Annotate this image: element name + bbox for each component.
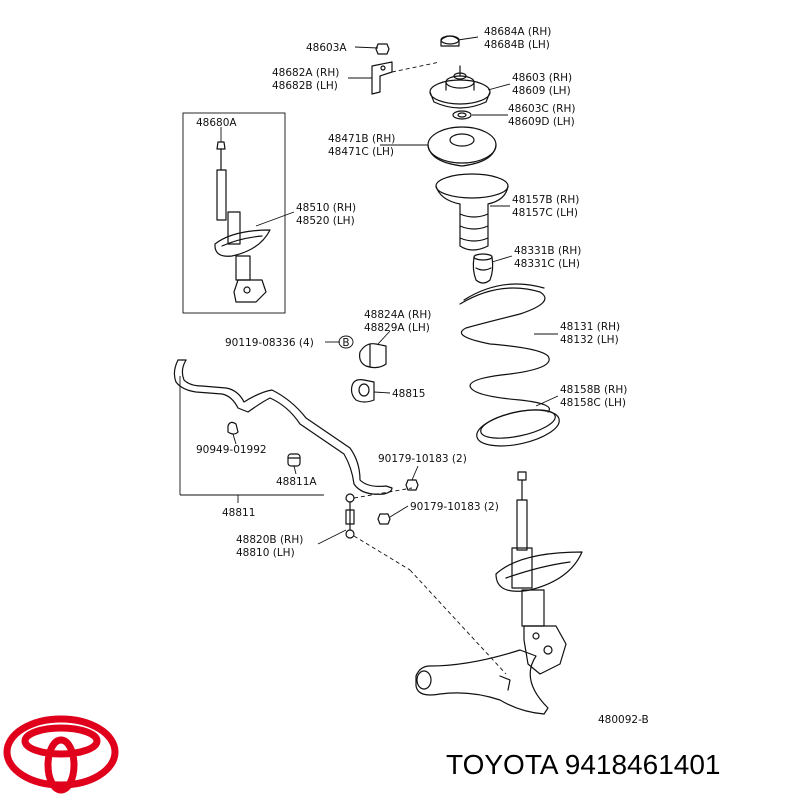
leader-lines	[179, 36, 559, 545]
label-48603c: 48603C (RH)48609D (LH)	[508, 103, 575, 128]
upper-seat-drawing	[427, 126, 497, 167]
label-48331: 48331B (RH)48331C (LH)	[514, 245, 581, 270]
label-48603a: 48603A	[306, 42, 347, 54]
main-strut-drawing	[495, 471, 583, 675]
label-48811: 48811	[222, 507, 255, 519]
dust-boot-drawing	[435, 173, 509, 251]
callout-marker-text: B	[342, 337, 349, 349]
label-90119: 90119-08336 (4)	[225, 337, 314, 349]
drawing-number: 480092-B	[598, 714, 649, 726]
coil-spring-drawing	[459, 283, 550, 413]
label-48684: 48684A (RH)48684B (LH)	[484, 26, 551, 51]
support-mount-drawing	[429, 65, 491, 109]
label-48131: 48131 (RH)48132 (LH)	[560, 321, 620, 346]
label-48510: 48510 (RH)48520 (LH)	[296, 202, 356, 227]
label-90179-lower: 90179-10183 (2)	[410, 501, 499, 513]
bushing-bracket-drawing	[359, 343, 387, 369]
bushing-small-drawing	[227, 421, 239, 435]
upper-seat-nut-drawing	[375, 43, 390, 55]
label-48603: 48603 (RH)48609 (LH)	[512, 72, 572, 97]
toyota-logo	[3, 715, 119, 794]
part-labels: 48603A 48682A (RH)48682B (LH) 48684A (RH…	[196, 26, 649, 726]
spring-insulator-drawing	[476, 409, 560, 447]
label-48682: 48682A (RH)48682B (LH)	[272, 67, 339, 92]
lower-arm-drawing	[415, 649, 549, 715]
label-48157: 48157B (RH)48157C (LH)	[512, 194, 579, 219]
bump-stop-drawing	[472, 253, 494, 284]
label-48811a: 48811A	[276, 476, 317, 488]
strut-assy-box	[182, 112, 286, 314]
strut-assy-small-drawing	[214, 141, 271, 303]
label-48158: 48158B (RH)48158C (LH)	[560, 384, 627, 409]
callout-marker-b: B	[338, 335, 354, 349]
stab-bushing-2-drawing	[287, 453, 301, 467]
label-48820: 48820B (RH)48810 (LH)	[236, 534, 303, 559]
link-nut-upper-drawing	[405, 479, 419, 491]
mount-bracket-drawing	[371, 61, 393, 95]
stab-link-drawing	[345, 493, 355, 539]
label-48471: 48471B (RH)48471C (LH)	[328, 133, 395, 158]
bearing-drawing	[452, 110, 472, 120]
brand-text: TOYOTA 9418461401	[446, 749, 721, 780]
label-48824: 48824A (RH)48829A (LH)	[364, 309, 431, 334]
mount-cap-drawing	[440, 35, 460, 47]
stabilizer-bushing-drawing	[350, 379, 375, 403]
stabilizer-bar-drawing	[173, 359, 393, 495]
label-48815: 48815	[392, 388, 425, 400]
label-48680a: 48680A	[196, 117, 237, 129]
label-90949: 90949-01992	[196, 444, 267, 456]
link-nut-lower-drawing	[377, 513, 391, 525]
label-90179-upper: 90179-10183 (2)	[378, 453, 467, 465]
